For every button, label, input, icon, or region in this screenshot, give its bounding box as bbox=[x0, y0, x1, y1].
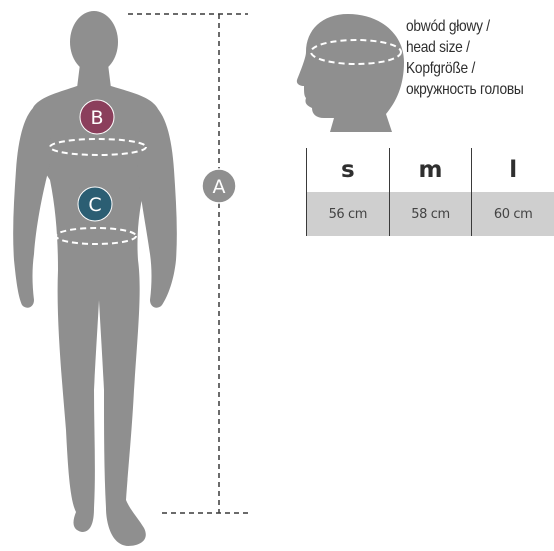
size-header-m: m bbox=[389, 148, 472, 192]
size-header-row: s m l bbox=[307, 148, 554, 192]
size-value-l: 60 cm bbox=[472, 192, 554, 236]
size-value-row: 56 cm 58 cm 60 cm bbox=[307, 192, 554, 236]
body-silhouette bbox=[13, 11, 177, 546]
marker-a-label: A bbox=[213, 176, 226, 198]
caption-line-ru: окружность головы bbox=[406, 79, 524, 100]
size-value-m: 58 cm bbox=[389, 192, 472, 236]
marker-a: A bbox=[202, 169, 236, 203]
marker-b: B bbox=[80, 100, 114, 134]
marker-c: C bbox=[78, 187, 112, 221]
size-value-s: 56 cm bbox=[307, 192, 390, 236]
head-profile-icon bbox=[297, 14, 404, 132]
size-header-s: s bbox=[307, 148, 390, 192]
caption-line-en: head size / bbox=[406, 37, 524, 58]
marker-b-label: B bbox=[90, 107, 103, 129]
marker-c-label: C bbox=[88, 194, 101, 216]
height-dimension bbox=[128, 14, 248, 513]
head-size-caption: obwód głowy / head size / Kopfgröße / ок… bbox=[406, 16, 524, 100]
size-table: s m l 56 cm 58 cm 60 cm bbox=[306, 148, 554, 236]
size-header-l: l bbox=[472, 148, 554, 192]
caption-line-de: Kopfgröße / bbox=[406, 58, 524, 79]
caption-line-pl: obwód głowy / bbox=[406, 16, 524, 37]
